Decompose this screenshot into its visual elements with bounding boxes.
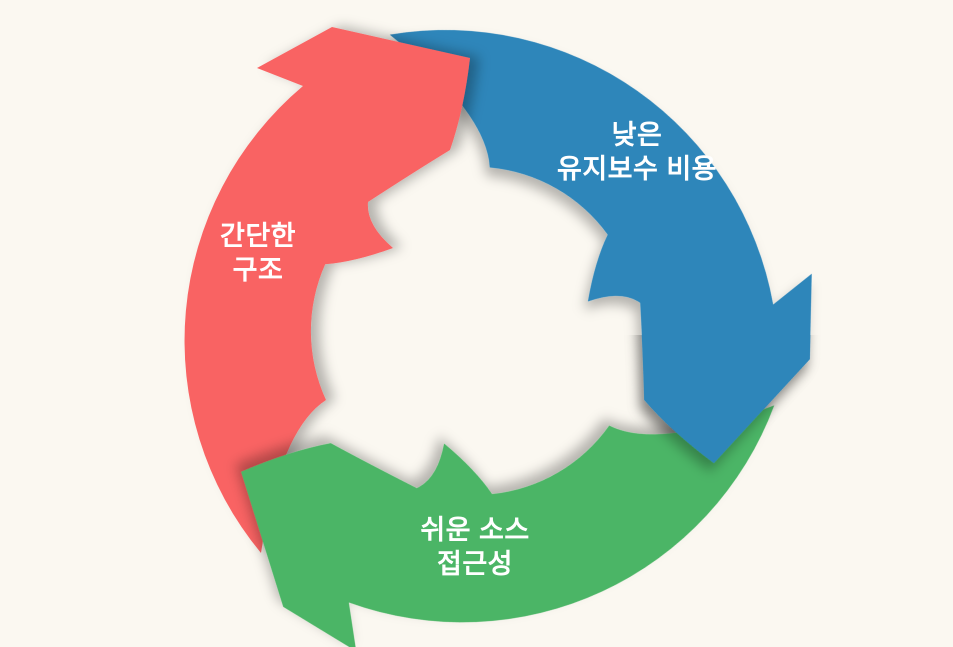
label-simple-structure-line1: 간단한 — [219, 221, 297, 251]
label-low-maintenance-line1: 낮은 — [611, 120, 663, 150]
label-simple-structure: 간단한 구조 — [220, 219, 296, 287]
label-easy-source-line1: 쉬운 소스 — [420, 515, 530, 545]
label-low-maintenance-line2: 유지보수 비용 — [556, 154, 718, 184]
label-easy-source-line2: 접근성 — [436, 549, 514, 579]
label-simple-structure-line2: 구조 — [232, 255, 284, 285]
label-easy-source-access: 쉬운 소스 접근성 — [420, 513, 529, 581]
label-low-maintenance-cost: 낮은 유지보수 비용 — [557, 118, 717, 186]
